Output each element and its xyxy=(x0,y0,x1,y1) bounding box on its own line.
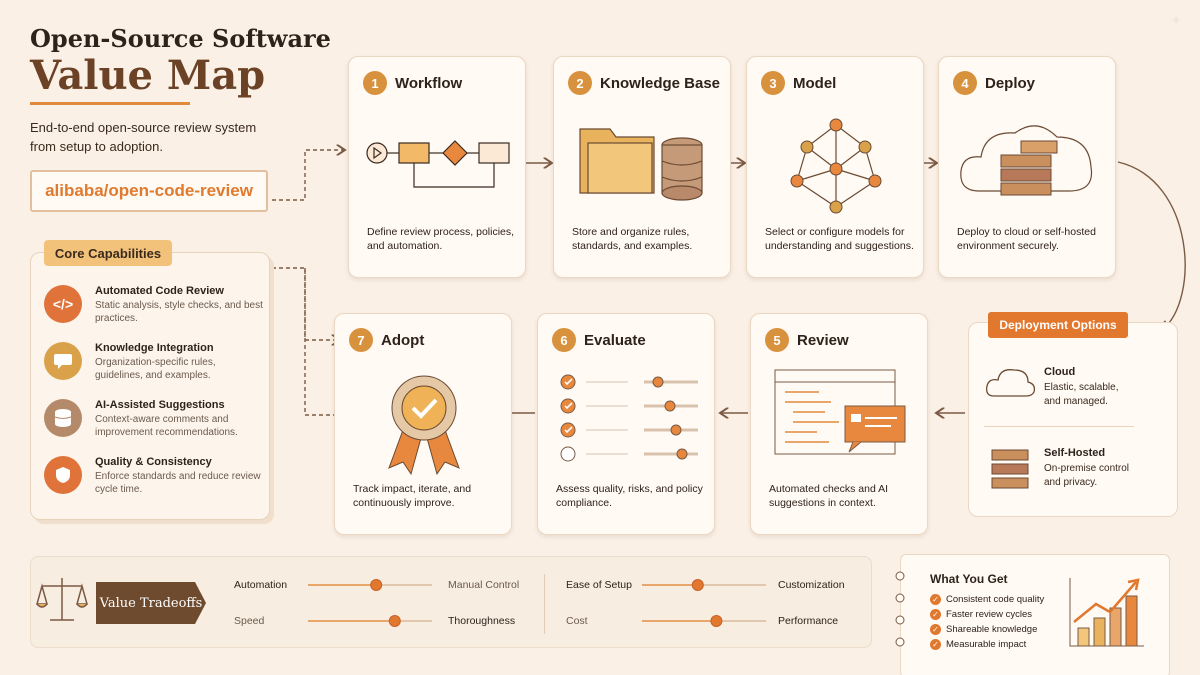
capability-desc: Static analysis, style checks, and best … xyxy=(95,300,263,324)
benefits-panel xyxy=(900,554,1170,675)
step-desc: Track impact, iterate, and continuously … xyxy=(353,483,472,509)
award-badge-icon xyxy=(388,375,460,476)
tradeoff-slider-knob[interactable] xyxy=(710,615,723,627)
capability-desc: Context-aware comments and improvement r… xyxy=(95,414,238,438)
capability-item: Quality & Consistency Enforce standards … xyxy=(44,456,274,506)
step-card-adopt[interactable]: 7 Adopt Track impact, iterate, and conti… xyxy=(334,313,512,535)
step-card-deploy[interactable]: 4 Deploy Deploy to cloud or self-hosted … xyxy=(938,56,1116,278)
benefit-item: ✓ Shareable knowledge xyxy=(930,624,1037,635)
step-title: Review xyxy=(797,332,849,349)
step-title: Workflow xyxy=(395,75,463,92)
check-icon: ✓ xyxy=(930,639,941,650)
checklist-sliders-icon xyxy=(560,374,698,462)
step-number: 5 xyxy=(765,328,789,352)
capability-item: Knowledge Integration Organization-speci… xyxy=(44,342,274,392)
check-icon: ✓ xyxy=(930,609,941,620)
capability-desc: Organization-specific rules, guidelines,… xyxy=(95,357,216,381)
check-icon: ✓ xyxy=(930,594,941,605)
step-card-workflow[interactable]: 1 Workflow Define review process, polici… xyxy=(348,56,526,278)
tradeoffs-heading: Value Tradeoffs xyxy=(96,582,206,624)
step-number: 7 xyxy=(349,328,373,352)
tradeoff-right-label: Performance xyxy=(778,615,839,627)
deployment-option-desc: Elastic, scalable, and managed. xyxy=(1044,382,1119,407)
benefit-item: ✓ Consistent code quality xyxy=(930,594,1044,605)
step-title: Deploy xyxy=(985,75,1036,92)
step-number: 6 xyxy=(552,328,576,352)
deployment-option-desc: On-premise control and privacy. xyxy=(1044,463,1130,488)
step-title: Evaluate xyxy=(584,332,646,349)
step-card-review[interactable]: 5 Review Automated checks and AI suggest… xyxy=(750,313,928,535)
step-number: 2 xyxy=(568,71,592,95)
benefit-item: ✓ Measurable impact xyxy=(930,639,1026,650)
cloud-server-icon xyxy=(960,125,1093,196)
folder-database-icon xyxy=(579,128,703,201)
watermark-icon: ✦ xyxy=(1170,12,1182,28)
benefit-label: Measurable impact xyxy=(946,639,1027,650)
step-desc: Automated checks and AI suggestions in c… xyxy=(769,483,889,509)
step-number: 1 xyxy=(363,71,387,95)
tradeoffs-divider xyxy=(544,574,545,634)
capability-desc: Enforce standards and reduce review cycl… xyxy=(95,471,261,495)
benefit-item: ✓ Faster review cycles xyxy=(930,609,1032,620)
step-desc: Deploy to cloud or self-hosted environme… xyxy=(957,226,1096,252)
capability-title: Quality & Consistency xyxy=(95,456,212,468)
benefit-label: Consistent code quality xyxy=(946,594,1045,605)
benefit-label: Shareable knowledge xyxy=(946,624,1038,635)
deployment-divider xyxy=(984,426,1134,427)
step-desc: Define review process, policies, and aut… xyxy=(367,226,515,252)
tradeoff-left-label: Cost xyxy=(566,615,588,627)
tradeoff-left-label: Automation xyxy=(234,579,288,591)
tradeoff-left-label: Ease of Setup xyxy=(566,579,632,591)
page-subtitle: End-to-end open-source review system fro… xyxy=(30,120,257,154)
tradeoff-slider-knob[interactable] xyxy=(691,579,704,591)
tradeoff-left-label: Speed xyxy=(234,615,265,627)
step-desc: Select or configure models for understan… xyxy=(765,226,914,252)
step-title: Adopt xyxy=(381,332,425,349)
code-window-icon xyxy=(774,369,906,455)
tradeoff-right-label: Thoroughness xyxy=(448,615,516,627)
code-icon: </> xyxy=(44,285,82,323)
step-title: Model xyxy=(793,75,837,92)
step-card-knowledge-base[interactable]: 2 Knowledge Base Store and organize rule… xyxy=(553,56,731,278)
flowchart-icon xyxy=(366,140,510,188)
tradeoff-right-label: Manual Control xyxy=(448,579,520,591)
tradeoff-slider-knob[interactable] xyxy=(370,579,383,591)
step-desc: Assess quality, risks, and policy compli… xyxy=(556,483,703,509)
deployment-option-title: Cloud xyxy=(1044,366,1076,378)
cloud-icon xyxy=(986,369,1036,397)
notebook-rings xyxy=(894,566,906,666)
title-divider xyxy=(30,102,190,105)
page-title-line2: Value Map xyxy=(30,52,266,99)
benefit-label: Faster review cycles xyxy=(946,609,1033,620)
chat-icon xyxy=(44,342,82,380)
capability-title: Automated Code Review xyxy=(95,285,224,297)
tradeoff-right-label: Customization xyxy=(778,579,845,591)
deployment-heading: Deployment Options xyxy=(988,312,1128,338)
server-icon xyxy=(991,449,1029,489)
step-desc: Store and organize rules, standards, and… xyxy=(572,226,693,252)
step-card-model[interactable]: 3 Model Select or configure models for u… xyxy=(746,56,924,278)
capability-title: Knowledge Integration xyxy=(95,342,214,354)
database-icon xyxy=(44,399,82,437)
capability-item: AI-Assisted Suggestions Context-aware co… xyxy=(44,399,274,449)
scale-icon xyxy=(36,578,88,621)
step-number: 3 xyxy=(761,71,785,95)
shield-icon xyxy=(44,456,82,494)
step-number: 4 xyxy=(953,71,977,95)
repo-link[interactable]: alibaba/open-code-review xyxy=(30,170,268,212)
page-title-line1: Open-Source Software xyxy=(30,24,331,53)
check-icon: ✓ xyxy=(930,624,941,635)
capabilities-heading: Core Capabilities xyxy=(44,240,172,266)
capability-title: AI-Assisted Suggestions xyxy=(95,399,225,411)
step-card-evaluate[interactable]: 6 Evaluate Assess quality, risks, and po… xyxy=(537,313,715,535)
deployment-option-title: Self-Hosted xyxy=(1044,447,1106,459)
growth-chart-icon xyxy=(1069,578,1144,647)
step-title: Knowledge Base xyxy=(600,75,721,92)
network-icon xyxy=(790,118,882,214)
benefits-heading: What You Get xyxy=(930,572,1008,586)
tradeoff-slider-knob[interactable] xyxy=(388,615,401,627)
capability-item: </> Automated Code Review Static analysi… xyxy=(44,285,274,335)
